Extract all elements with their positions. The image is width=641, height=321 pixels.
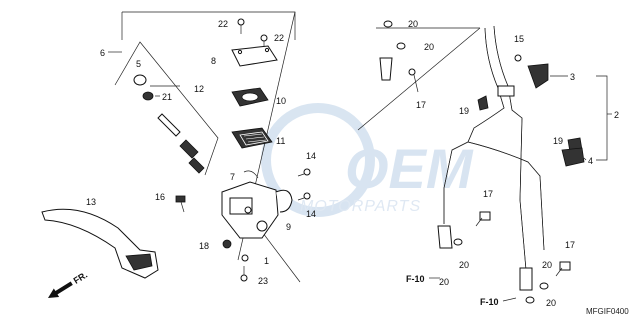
callout-23: 23 — [258, 276, 268, 286]
washer-20e — [525, 296, 535, 304]
callout-21: 21 — [162, 92, 172, 102]
callout-22b: 22 — [274, 33, 284, 43]
callout-7: 7 — [230, 172, 235, 182]
hose-fitting-right — [519, 267, 533, 291]
sealing-washer — [241, 254, 249, 262]
watermark: OEM MOTORPARTS — [261, 103, 474, 217]
bolt-17a — [408, 68, 419, 93]
callout-17b: 17 — [483, 189, 493, 199]
stop-switch — [243, 170, 259, 179]
piston — [157, 113, 181, 137]
watermark-subtext: MOTORPARTS — [300, 198, 421, 215]
master-cylinder-group — [41, 11, 311, 283]
callout-20a: 20 — [408, 19, 418, 29]
callout-1: 1 — [264, 256, 269, 266]
callout-3: 3 — [570, 72, 575, 82]
callout-16: 16 — [155, 192, 165, 202]
callout-20c: 20 — [459, 260, 469, 270]
spring — [188, 157, 205, 174]
callout-19b: 19 — [553, 136, 563, 146]
hose-assembly-group — [357, 20, 612, 304]
circlip — [142, 91, 154, 101]
callout-12: 12 — [194, 84, 204, 94]
callout-5: 5 — [136, 59, 141, 69]
callout-9: 9 — [286, 222, 291, 232]
callout-17c: 17 — [565, 240, 575, 250]
bolt-14a — [297, 168, 311, 177]
callout-13: 13 — [86, 197, 96, 207]
reservoir-cap — [231, 45, 278, 67]
boot — [133, 74, 147, 86]
callout-4: 4 — [588, 156, 593, 166]
hose-clamp-lower — [561, 147, 585, 167]
callout-6: 6 — [100, 48, 105, 58]
pivot-bolt — [175, 195, 186, 213]
callout-17a: 17 — [416, 100, 426, 110]
callout-18: 18 — [199, 241, 209, 251]
brake-hose-right — [467, 141, 545, 251]
callout-8: 8 — [211, 56, 216, 66]
hose-fitting-left — [437, 225, 453, 249]
callout-15: 15 — [514, 34, 524, 44]
diaphragm — [231, 127, 273, 149]
bolt-17c — [555, 261, 571, 277]
hose-fitting-upper — [379, 57, 393, 81]
bolt-14b — [297, 192, 311, 201]
ref-f10-upper: F-10 — [406, 274, 425, 284]
front-arrow-icon — [48, 281, 73, 298]
callout-14a: 14 — [306, 151, 316, 161]
callout-10: 10 — [276, 96, 286, 106]
washer-20f — [539, 282, 549, 290]
washer-20b — [396, 42, 406, 50]
ref-f10-lower: F-10 — [480, 297, 499, 307]
callout-2: 2 — [614, 110, 619, 120]
washer-20d — [453, 238, 463, 246]
screw-22b — [260, 34, 268, 48]
callout-19a: 19 — [459, 106, 469, 116]
holder-clamp — [275, 189, 293, 213]
frame-hose-diag — [357, 27, 481, 131]
hose-joint — [497, 85, 515, 97]
hose-clip-a — [477, 95, 489, 111]
callout-20f: 20 — [546, 298, 556, 308]
hose-clamp-upper — [527, 63, 549, 89]
callout-20d: 20 — [439, 277, 449, 287]
bolt-23 — [240, 266, 248, 282]
callout-22a: 22 — [218, 19, 228, 29]
diagram-code: MFGIF0400 — [586, 307, 629, 316]
watermark-logo: OEM — [345, 137, 474, 200]
callout-labels: 22 22 6 8 5 12 21 10 11 7 14 14 16 9 13 … — [86, 19, 619, 308]
watermark-ring — [261, 103, 375, 217]
front-direction-label: FR. — [72, 270, 90, 286]
piston-kit-bracket — [114, 41, 219, 176]
callout-11: 11 — [276, 136, 285, 146]
pivot-nut — [222, 239, 232, 249]
callout-14b: 14 — [306, 209, 316, 219]
front-direction-indicator: FR. — [48, 270, 90, 298]
callout-20b: 20 — [424, 42, 434, 52]
piston-cup — [179, 139, 199, 159]
screw-22a — [237, 18, 245, 34]
washer-20a — [383, 20, 393, 28]
bolt-15 — [514, 54, 522, 62]
frame-top — [122, 11, 296, 40]
bolt-17b — [475, 211, 491, 227]
callout-20e: 20 — [542, 260, 552, 270]
